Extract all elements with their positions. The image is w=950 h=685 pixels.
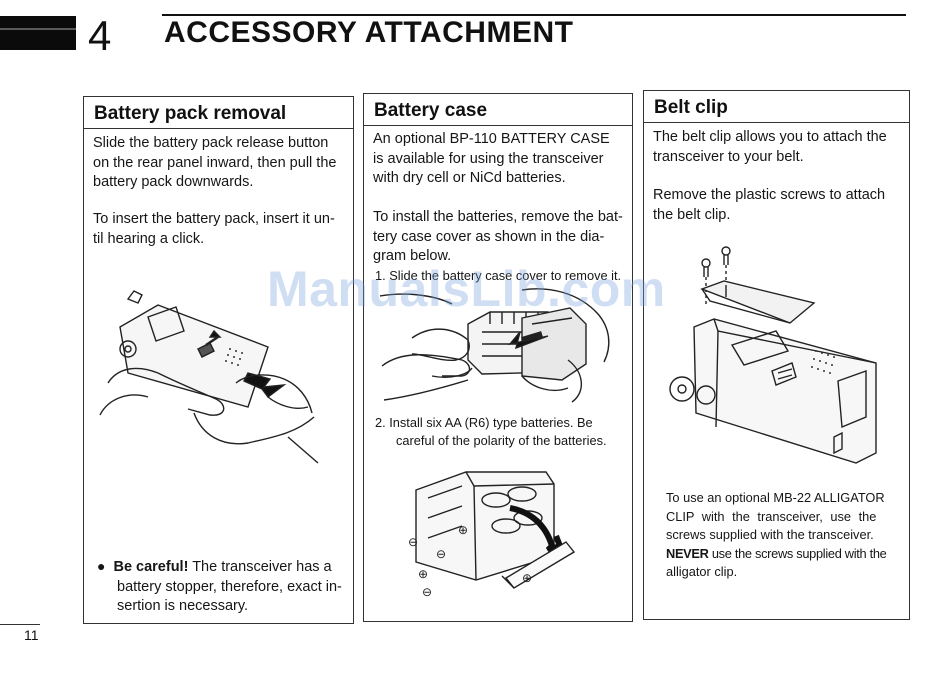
page-number: 11: [24, 627, 39, 643]
note-text: use the screws supplied with the: [708, 545, 887, 561]
paragraph: To install the batteries, remove the bat…: [373, 208, 631, 267]
text-line: battery pack downwards.: [93, 174, 254, 190]
chapter-number: 4: [88, 12, 112, 59]
text-line: tery case cover as shown in the dia-: [373, 228, 605, 245]
caution-label: Be careful!: [113, 559, 189, 575]
text-line: is available for using the transceiver: [373, 150, 604, 167]
minus-symbol: ⊖: [422, 585, 432, 599]
text-line: CLIP with the transceiver, use the: [666, 508, 877, 524]
text-line: with dry cell or NiCd batteries.: [373, 170, 566, 186]
chapter-tab: [0, 16, 76, 50]
caution-note: ● Be careful! The transceiver has a batte…: [97, 557, 347, 617]
text-line: NEVER use the screws supplied with the: [666, 545, 906, 564]
plus-symbol: ⊕: [458, 523, 468, 537]
install-batteries-illustration: ⊕ ⊖ ⊖ ⊖ ⊕ ⊕: [408, 471, 576, 599]
paragraph: Slide the battery pack release button on…: [93, 134, 351, 193]
section-heading: Belt clip: [644, 91, 909, 123]
text-line: battery stopper, therefore, exact in-: [117, 578, 342, 595]
text-line: Remove the plastic screws to attach: [653, 187, 886, 203]
paragraph: Remove the plastic screws to attach the …: [653, 186, 908, 225]
alligator-clip-note: To use an optional MB-22 ALLIGATOR CLIP …: [666, 489, 906, 582]
watermark: ManualsLib.com: [267, 261, 666, 317]
caution-text: The transceiver has a: [188, 559, 332, 575]
text-line: The belt clip allows you to attach the: [653, 129, 887, 145]
battery-removal-illustration: [99, 290, 319, 464]
slide-cover-illustration: [379, 288, 610, 403]
text-line: To insert the battery pack, insert it un…: [93, 211, 335, 227]
chapter-tab-line: [0, 28, 76, 30]
text-line: on the rear panel inward, then pull the: [93, 154, 337, 171]
text-line: To install the batteries, remove the bat…: [373, 209, 623, 225]
text-line: To use an optional MB-22 ALLIGATOR: [666, 490, 885, 505]
text-line: Slide the battery pack release button: [93, 135, 329, 151]
belt-clip-illustration: [669, 246, 877, 464]
belt-clip-section: Belt clip The belt clip allows you to at…: [643, 90, 910, 620]
text-line: the belt clip.: [653, 206, 731, 223]
text-line: 2. Install six AA (R6) type batteries. B…: [375, 415, 593, 430]
never-label: NEVER: [666, 545, 709, 561]
step-2: 2. Install six AA (R6) type batteries. B…: [375, 414, 633, 450]
bullet-icon: ●: [97, 558, 106, 574]
step-1: 1. Slide the battery case cover to remov…: [375, 268, 622, 283]
text-line: screws supplied with the transceiver.: [666, 527, 874, 542]
text-line: transceiver to your belt.: [653, 148, 804, 165]
minus-symbol: ⊖: [436, 547, 446, 561]
text-line: careful of the polarity of the batteries…: [396, 433, 607, 448]
plus-symbol: ⊕: [418, 567, 428, 581]
text-line: sertion is necessary.: [117, 598, 249, 614]
battery-case-section: Battery case An optional BP-110 BATTERY …: [363, 93, 633, 622]
text-line: An optional BP-110 BATTERY CASE: [373, 131, 610, 147]
section-heading: Battery pack removal: [84, 97, 353, 129]
text-line: til hearing a click.: [93, 230, 205, 247]
battery-pack-removal-section: Battery pack removal Slide the battery p…: [83, 96, 354, 624]
caution-first-line: ● Be careful! The transceiver has a: [97, 557, 347, 578]
paragraph: An optional BP-110 BATTERY CASE is avail…: [373, 130, 631, 189]
paragraph: The belt clip allows you to attach the t…: [653, 128, 908, 167]
minus-symbol: ⊖: [408, 535, 418, 549]
section-heading: Battery case: [364, 94, 632, 126]
page-rule: [0, 624, 40, 625]
text-line: alligator clip.: [666, 564, 738, 579]
plus-symbol: ⊕: [522, 571, 532, 585]
text-line: gram below.: [373, 248, 452, 264]
paragraph: To insert the battery pack, insert it un…: [93, 210, 351, 249]
header-rule: [162, 14, 906, 16]
chapter-title: ACCESSORY ATTACHMENT: [164, 16, 574, 49]
